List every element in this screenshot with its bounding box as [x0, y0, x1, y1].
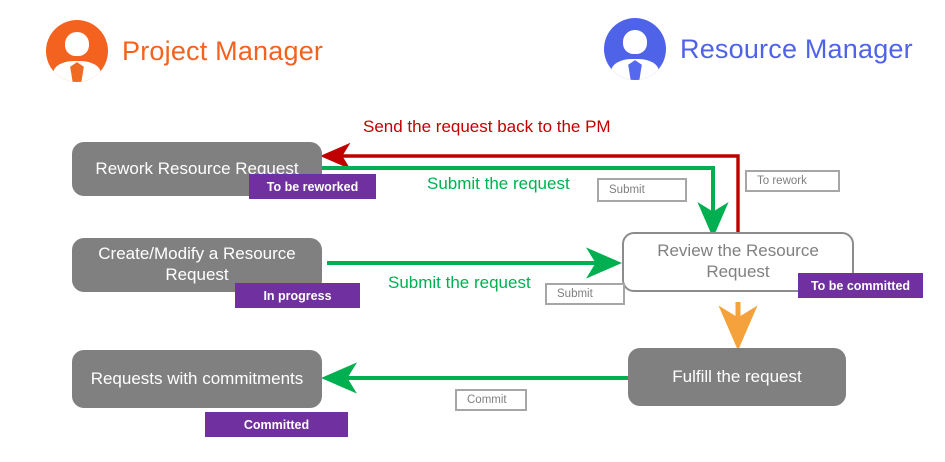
edge-label-submit-from-rework: Submit the request — [427, 174, 570, 193]
chip-submit-middle[interactable]: Submit — [545, 283, 625, 305]
status-badge-committed: Committed — [205, 412, 348, 437]
status-badge-in-progress: In progress — [235, 283, 360, 308]
edge-label-send-back-to-pm: Send the request back to the PM — [363, 117, 611, 136]
role-header-project-manager: Project Manager — [46, 20, 323, 82]
role-label-resource-manager: Resource Manager — [680, 33, 913, 64]
role-label-project-manager: Project Manager — [122, 35, 324, 66]
chip-to-rework[interactable]: To rework — [745, 170, 840, 192]
person-avatar-icon — [46, 20, 108, 82]
edge-label-submit-from-create: Submit the request — [388, 273, 531, 292]
node-requests-with-commitments[interactable]: Requests with commitments — [72, 350, 322, 408]
role-header-resource-manager: Resource Manager — [604, 18, 913, 80]
chip-commit[interactable]: Commit — [455, 389, 527, 411]
status-badge-to-be-reworked: To be reworked — [249, 174, 376, 199]
chip-submit-top[interactable]: Submit — [597, 178, 687, 202]
person-avatar-icon — [604, 18, 666, 80]
node-fulfill-the-request[interactable]: Fulfill the request — [628, 348, 846, 406]
status-badge-to-be-committed: To be committed — [798, 273, 923, 298]
